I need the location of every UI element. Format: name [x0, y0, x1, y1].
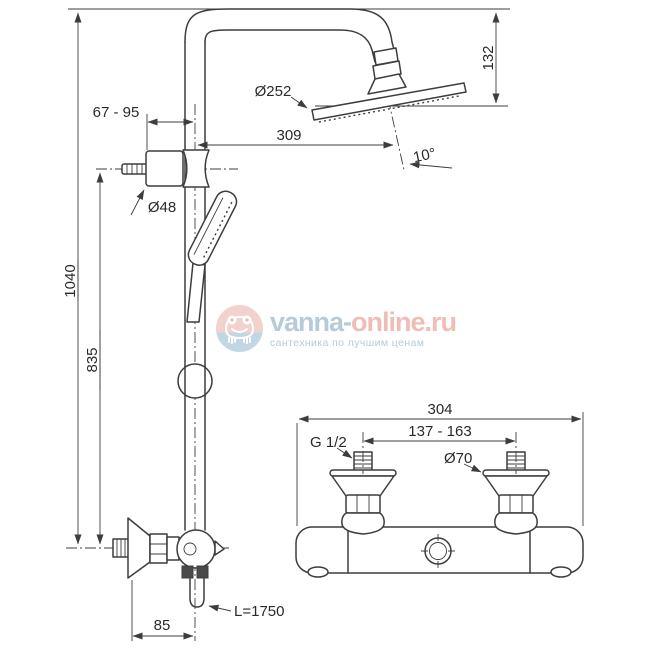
dim-835-label: 835 — [84, 347, 101, 372]
dimension-head-tilt: 10° — [409, 145, 453, 169]
bracket-screw — [121, 163, 148, 175]
dim-137-163-label: 137 - 163 — [408, 423, 471, 440]
label-head-diameter: Ø252 — [255, 83, 308, 109]
dim-132-label: 132 — [480, 45, 497, 70]
right-hex-nut — [498, 494, 534, 514]
dim-1040-label: 1040 — [62, 264, 79, 297]
hose-nut-right — [196, 565, 209, 579]
mixer-body — [295, 526, 584, 578]
overhead-shower-head — [311, 47, 467, 123]
hand-shower-head — [187, 190, 238, 266]
shower-hose — [189, 577, 205, 608]
dim-309-label: 309 — [276, 127, 301, 144]
elbow-cone — [127, 517, 151, 579]
hand-shower-handle — [186, 262, 206, 323]
mixer-left-connector — [329, 432, 397, 535]
left-cone — [331, 475, 395, 497]
label-hose-length: L=1750 — [208, 603, 284, 620]
elbow-nut — [149, 533, 168, 564]
dimension-rail-height: 835 — [84, 172, 104, 545]
dimension-arm-projection: 309 — [197, 127, 394, 149]
dimension-overall-height: 1040 — [62, 12, 82, 545]
dim-g12-label: G 1/2 — [310, 434, 347, 451]
mixer-center-detail — [421, 534, 455, 568]
left-adapter — [341, 512, 385, 535]
dim-304-label: 304 — [427, 401, 452, 418]
wall-bracket — [121, 149, 210, 188]
head-plate — [311, 82, 467, 121]
head-cone — [367, 73, 407, 95]
dim-o252-label: Ø252 — [255, 83, 292, 100]
dim-85-label: 85 — [154, 617, 171, 634]
wall-elbow — [112, 517, 225, 579]
spray-face — [318, 95, 460, 123]
mixer-knob-left — [307, 566, 329, 578]
bracket-clamp — [182, 149, 210, 188]
dim-L1750-label: L=1750 — [234, 603, 284, 620]
shower-arm — [184, 8, 397, 63]
dim-67-95-label: 67 - 95 — [93, 104, 140, 121]
mixer-right-connector — [482, 432, 550, 535]
dimension-wall-clearance: 67 - 95 — [93, 104, 194, 126]
dim-10deg-label: 10° — [412, 145, 438, 166]
label-bracket-diameter: Ø48 — [130, 189, 176, 216]
label-flange-diameter: Ø70 — [444, 450, 482, 473]
slider-bracket — [177, 363, 213, 399]
right-cone — [484, 475, 548, 497]
hose-nut-left — [181, 565, 194, 579]
mixer-extension-lines — [296, 412, 584, 526]
bracket-body — [145, 150, 184, 187]
dim-o48-label: Ø48 — [148, 199, 176, 216]
mixer-knob-right — [550, 566, 572, 578]
dimension-outlet-offset: 85 — [132, 617, 194, 640]
dim-o70-label: Ø70 — [444, 450, 472, 467]
dimension-mixer-width: 304 — [298, 401, 582, 423]
left-hex-nut — [345, 494, 381, 514]
dimension-head-drop: 132 — [480, 12, 500, 104]
hand-shower — [186, 190, 238, 323]
right-adapter — [494, 512, 538, 535]
diverter-spout — [214, 540, 225, 556]
dimension-connection-centers: 137 - 163 — [363, 423, 516, 445]
label-thread-size: G 1/2 — [310, 434, 353, 459]
